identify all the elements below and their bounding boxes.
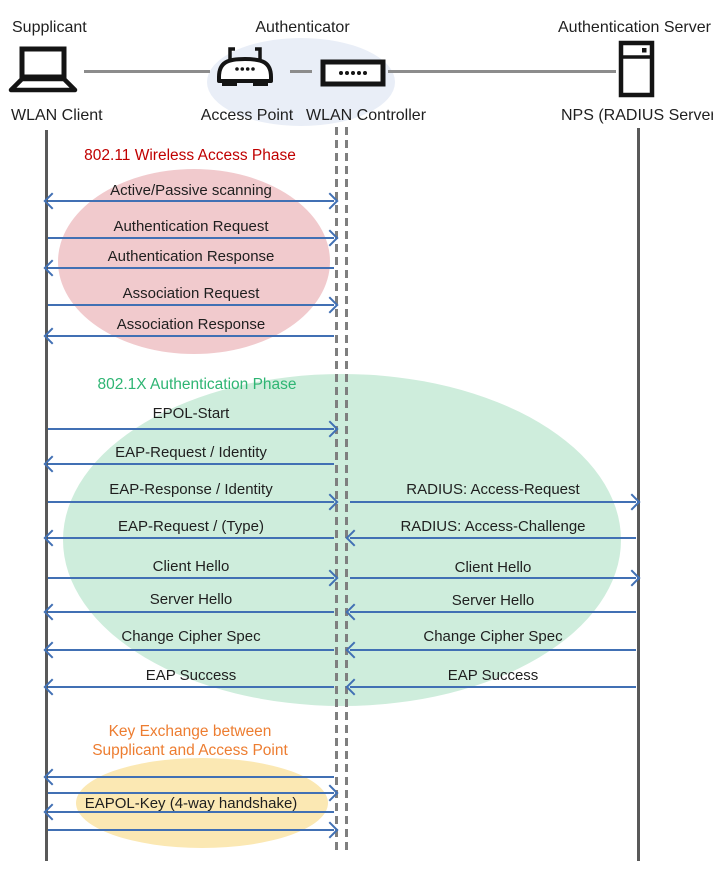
change-cipher-spec-supplicant-label: Change Cipher Spec xyxy=(121,628,261,645)
association-request-label: Association Request xyxy=(122,285,260,302)
wireless-access-phase-ellipse xyxy=(58,169,330,354)
eap-request-type-arrow xyxy=(43,529,334,547)
client-hello-server-label: Client Hello xyxy=(454,559,532,576)
eap-response-identity-label: EAP-Response / Identity xyxy=(109,481,273,498)
association-response-arrow xyxy=(43,327,334,345)
key-exchange-msg-2-arrow xyxy=(48,784,339,802)
server-hello-server-arrow xyxy=(345,603,636,621)
radius-access-request-arrow xyxy=(350,493,641,511)
server-hello-supplicant-arrow xyxy=(43,603,334,621)
server-hello-server-label: Server Hello xyxy=(451,592,535,609)
eap-success-server-arrow xyxy=(345,678,636,696)
connector-ap-controller xyxy=(290,70,312,73)
dot1x-authentication-phase-ellipse xyxy=(63,374,621,706)
eap-response-identity-arrow xyxy=(48,493,339,511)
change-cipher-spec-server-label: Change Cipher Spec xyxy=(423,628,563,645)
controller-lifeline-dash-1 xyxy=(335,127,338,855)
eap-request-identity-arrow xyxy=(43,455,334,473)
key-exchange-msg-1-arrow xyxy=(43,768,334,786)
node-access-point: Access Point xyxy=(200,107,294,124)
eap-request-type-label: EAP-Request / (Type) xyxy=(118,518,264,535)
connector-controller-server xyxy=(388,70,616,73)
authentication-response-label: Authentication Response xyxy=(107,248,275,265)
eap-request-identity-label: EAP-Request / Identity xyxy=(115,444,267,461)
change-cipher-spec-server-arrow xyxy=(345,641,636,659)
eap-success-supplicant-arrow xyxy=(43,678,334,696)
key-exchange-msg-4-arrow xyxy=(48,821,339,839)
role-supplicant: Supplicant xyxy=(12,19,87,36)
key-exchange-phase-title: Key Exchange between Supplicant and Acce… xyxy=(92,723,288,759)
wireless-access-phase-title: 802.11 Wireless Access Phase xyxy=(84,147,296,164)
access-point-icon xyxy=(217,47,273,86)
client-hello-server-arrow xyxy=(350,569,641,587)
client-hello-supplicant-arrow xyxy=(48,569,339,587)
controller-lifeline-dash-2 xyxy=(345,127,348,855)
eapol-key-4way-handshake-label: EAPOL-Key (4-way handshake) xyxy=(84,795,298,812)
active-passive-scanning-label: Active/Passive scanning xyxy=(110,182,272,199)
node-nps-radius-server: NPS (RADIUS Server) xyxy=(561,107,713,124)
radius-access-challenge-arrow xyxy=(345,529,636,547)
authentication-request-arrow xyxy=(48,229,339,247)
client-hello-supplicant-label: Client Hello xyxy=(152,558,230,575)
role-authenticator: Authenticator xyxy=(255,19,350,36)
dot1x-authentication-phase-title: 802.1X Authentication Phase xyxy=(97,376,297,393)
authentication-request-label: Authentication Request xyxy=(113,218,269,235)
epol-start-arrow xyxy=(48,420,339,438)
association-response-label: Association Response xyxy=(116,316,266,333)
node-wlan-controller: WLAN Controller xyxy=(305,107,427,124)
radius-access-challenge-label: RADIUS: Access-Challenge xyxy=(400,518,586,535)
association-request-arrow xyxy=(48,296,339,314)
role-authentication-server: Authentication Server xyxy=(558,19,711,36)
server-icon xyxy=(618,40,655,98)
server-hello-supplicant-label: Server Hello xyxy=(149,591,233,608)
authentication-response-arrow xyxy=(43,259,334,277)
laptop-icon xyxy=(8,46,78,93)
wlan-controller-icon xyxy=(320,59,386,87)
change-cipher-spec-supplicant-arrow xyxy=(43,641,334,659)
eapol-key-4way-handshake-arrow xyxy=(43,803,334,821)
supplicant-lifeline xyxy=(45,130,48,861)
epol-start-label: EPOL-Start xyxy=(152,405,230,422)
key-exchange-phase-ellipse xyxy=(76,758,328,848)
server-lifeline xyxy=(637,128,640,861)
eap-success-supplicant-label: EAP Success xyxy=(145,667,237,684)
active-passive-scanning-arrow xyxy=(43,192,339,210)
radius-access-request-label: RADIUS: Access-Request xyxy=(406,481,580,498)
connector-client-ap xyxy=(84,70,210,73)
node-wlan-client: WLAN Client xyxy=(11,107,103,124)
eap-success-server-label: EAP Success xyxy=(447,667,539,684)
